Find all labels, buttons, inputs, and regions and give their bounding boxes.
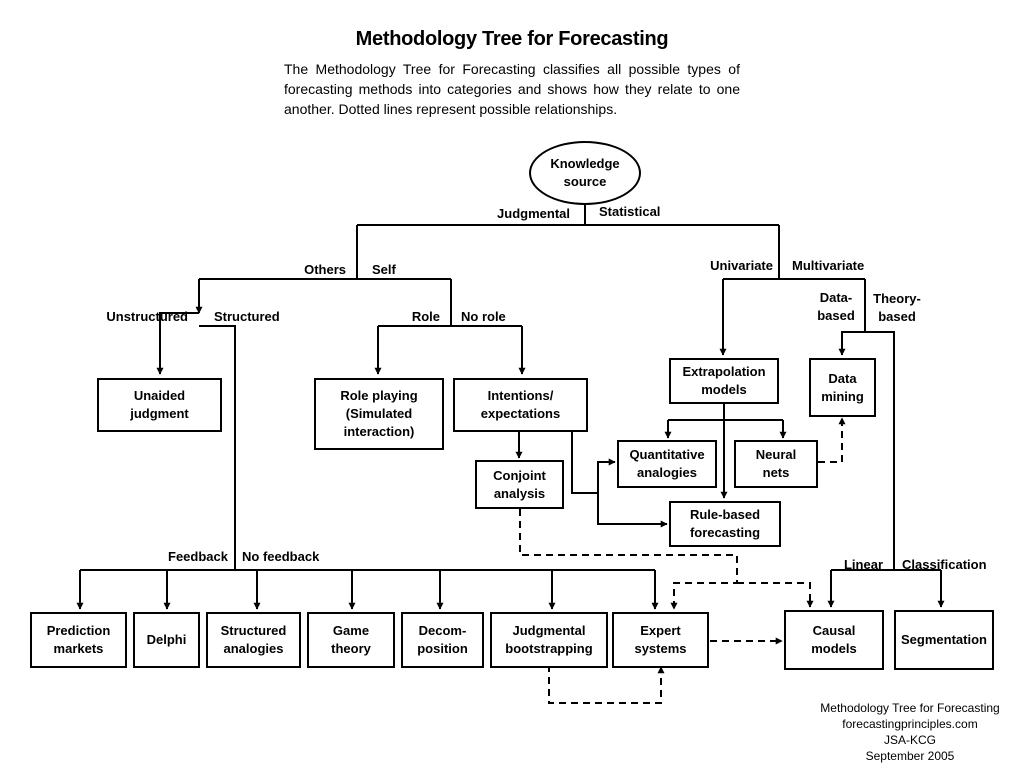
segmentation-box: Segmentation <box>894 610 994 670</box>
label-data-based: Data- based <box>817 290 855 323</box>
description: The Methodology Tree for Forecasting cla… <box>284 61 740 117</box>
root-connector <box>357 205 779 226</box>
extrapolation-models-box: Extrapolation models <box>669 358 779 404</box>
label-role: Role <box>411 309 440 324</box>
page-title: Methodology Tree for Forecasting <box>355 28 669 50</box>
role-playing-box: Role playing (Simulated interaction) <box>314 378 444 450</box>
intentions-branch-connector <box>571 431 598 494</box>
conjoint-to-causal-dotted <box>737 582 814 608</box>
label-unstructured: Unstructured <box>106 309 188 324</box>
judgmental-connector <box>199 225 451 280</box>
quantitative-analogies-box: Quantitative analogies <box>617 440 717 488</box>
game-theory-box: Game theory <box>307 612 395 668</box>
prediction-markets-box: Prediction markets <box>30 612 127 668</box>
label-structured: Structured <box>214 309 280 324</box>
footer-website: forecastingprinciples.com <box>842 717 978 731</box>
rule-based-forecasting-box: Rule-based forecasting <box>669 501 781 547</box>
statistical-connector <box>723 225 865 280</box>
intentions-box: Intentions/ expectations <box>453 378 588 432</box>
conjoint-dotted <box>519 509 738 610</box>
label-multivariate: Multivariate <box>792 258 865 273</box>
multivariate-connector <box>838 279 866 356</box>
label-statistical: Statistical <box>599 204 661 219</box>
label-others: Others <box>304 262 346 277</box>
footer-title: Methodology Tree for Forecasting <box>820 701 1000 715</box>
footer-date: September 2005 <box>865 749 955 763</box>
structured-connector <box>199 325 236 570</box>
label-self: Self <box>372 262 396 277</box>
label-feedback: Feedback <box>168 549 228 564</box>
label-no-role: No role <box>461 309 506 324</box>
judgmental-bootstrapping-box: Judgmental bootstrapping <box>490 612 608 668</box>
decomposition-box: Decom- position <box>401 612 484 668</box>
knowledge-source-node: Knowledge source <box>529 141 641 205</box>
label-judgmental: Judgmental <box>497 206 570 221</box>
to-rule-based-connector <box>597 493 668 528</box>
neural-nets-box: Neural nets <box>734 440 818 488</box>
footer-authors: JSA-KCG <box>883 733 936 747</box>
expert-systems-box: Expert systems <box>612 612 709 668</box>
unstructured-connector <box>156 312 199 375</box>
to-quant-analogies-connector <box>597 458 616 493</box>
delphi-box: Delphi <box>133 612 200 668</box>
label-linear: Linear <box>843 557 883 572</box>
causal-models-box: Causal models <box>784 610 884 670</box>
neural-to-datamining-dotted <box>818 417 846 463</box>
structured-analogies-box: Structured analogies <box>206 612 301 668</box>
label-univariate: Univariate <box>710 258 773 273</box>
data-mining-box: Data mining <box>809 358 876 417</box>
unaided-judgment-box: Unaided judgment <box>97 378 222 432</box>
label-classification: Classification <box>902 557 987 572</box>
label-no-feedback: No feedback <box>242 549 320 564</box>
conjoint-analysis-box: Conjoint analysis <box>475 460 564 509</box>
self-connector <box>378 279 522 327</box>
bootstrapping-to-expert-dotted <box>548 665 665 704</box>
footer-credits: Methodology Tree for Forecasting forecas… <box>800 700 1020 764</box>
label-theory-based: Theory- based <box>873 291 921 324</box>
extrapolation-connector <box>668 402 783 421</box>
